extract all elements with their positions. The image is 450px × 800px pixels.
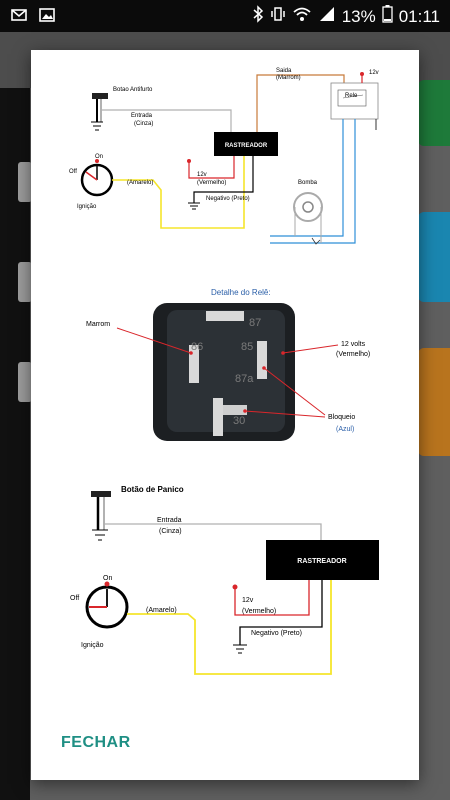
- negativo-label: Negativo (Preto): [206, 196, 250, 202]
- status-bar: 13% 01:11: [0, 0, 450, 32]
- red-wire: [188, 156, 235, 179]
- background-card-blue: [418, 212, 450, 302]
- rele-12v-label: 12v: [369, 70, 379, 76]
- wiring-diagram: Botao Antifurto Entrada (Cinza) Saida (M…: [69, 68, 379, 675]
- close-button[interactable]: FECHAR: [61, 734, 131, 751]
- bluetooth-icon: [252, 5, 264, 28]
- relay-pin-85: [257, 341, 267, 379]
- background-field: [18, 162, 32, 202]
- entrada-label: Entrada: [131, 113, 153, 119]
- bloqueio-label: Bloqueio: [328, 414, 355, 421]
- bomba-label: Bomba: [298, 180, 318, 186]
- mail-icon: [10, 6, 28, 29]
- pin-87-label: 87: [249, 317, 261, 329]
- relay-symbol: [330, 82, 379, 120]
- brown-wire: [256, 74, 345, 132]
- on-label-2: On: [103, 575, 112, 582]
- rastreador-box-2: [266, 540, 379, 580]
- panic-button-symbol: [91, 491, 111, 497]
- vermelho-pointer-label: (Vermelho): [336, 351, 370, 358]
- relay-detail-title: Detalhe do Relê:: [211, 288, 271, 297]
- v12-pointer-label: 12 volts: [341, 341, 366, 348]
- background-panel: [0, 88, 30, 800]
- anti-theft-button-label: Botao Antifurto: [113, 87, 153, 93]
- background-card-green: [418, 80, 450, 146]
- rastreador-box: [214, 132, 278, 156]
- rele-label: Rele: [345, 93, 358, 99]
- pin-30-label: 30: [233, 415, 245, 427]
- relay-pin-86: [189, 345, 199, 383]
- wifi-icon: [292, 5, 312, 28]
- background-field: [18, 362, 32, 402]
- grey-wire: [104, 523, 322, 540]
- pin-87a-label: 87a: [235, 373, 254, 385]
- blue-wire: [270, 119, 344, 237]
- panic-button-label: Botão de Panico: [121, 485, 184, 494]
- blue-wire: [270, 119, 356, 244]
- pin-86-label: 86: [191, 341, 203, 353]
- negativo-label-2: Negativo (Preto): [251, 630, 302, 637]
- entrada-label-2: Entrada: [157, 517, 182, 524]
- background-card-orange: [418, 348, 450, 456]
- relay-detail: Detalhe do Relê: 87 86 85 87a 30 Marrom …: [86, 288, 370, 441]
- black-wire: [193, 156, 254, 203]
- saida-label: Saida: [276, 68, 292, 74]
- vibrate-icon: [270, 5, 286, 28]
- rastreador-label: RASTREADOR: [225, 143, 268, 149]
- off-label: Off: [69, 169, 77, 175]
- vermelho-label: (Vermelho): [197, 180, 226, 186]
- wiring-dialog: Botao Antifurto Entrada (Cinza) Saida (M…: [31, 50, 419, 780]
- ignicao-label: Ignição: [77, 204, 97, 210]
- ignicao-label-2: Ignição: [81, 642, 104, 649]
- signal-icon: [318, 5, 336, 28]
- background-field: [18, 262, 32, 302]
- diagram-top: Botao Antifurto Entrada (Cinza) Saida (M…: [69, 68, 379, 245]
- red-wire-2: [234, 580, 310, 616]
- marrom-label: (Marrom): [276, 75, 301, 81]
- amarelo-label: (Amarelo): [127, 180, 153, 186]
- cinza-label-2: (Cinza): [159, 528, 182, 535]
- on-label: On: [95, 154, 103, 160]
- relay-pin-87: [206, 311, 244, 321]
- battery-percent: 13%: [341, 6, 376, 26]
- azul-label: (Azul): [336, 426, 354, 433]
- clock: 01:11: [398, 6, 440, 26]
- image-icon: [38, 6, 56, 29]
- battery-icon: [382, 5, 393, 28]
- relay-pin-30: [213, 398, 223, 436]
- amarelo-label-2: (Amarelo): [146, 607, 177, 614]
- grey-wire: [101, 109, 232, 132]
- diagram-bottom: Botão de Panico Entrada (Cinza) RASTREAD…: [70, 485, 379, 675]
- pin-85-label: 85: [241, 341, 253, 353]
- marrom-pointer-label: Marrom: [86, 321, 110, 328]
- vermelho-label-2: (Vermelho): [242, 608, 276, 615]
- rastreador-label-2: RASTREADOR: [297, 558, 346, 565]
- yellow-wire-2: [127, 580, 332, 675]
- yellow-wire: [112, 156, 245, 229]
- anti-theft-button-symbol: [91, 93, 108, 131]
- v12-label: 12v: [197, 172, 207, 178]
- black-wire-2: [239, 580, 323, 645]
- off-label-2: Off: [70, 595, 79, 602]
- cinza-label: (Cinza): [134, 121, 153, 127]
- v12-label-2: 12v: [242, 597, 254, 604]
